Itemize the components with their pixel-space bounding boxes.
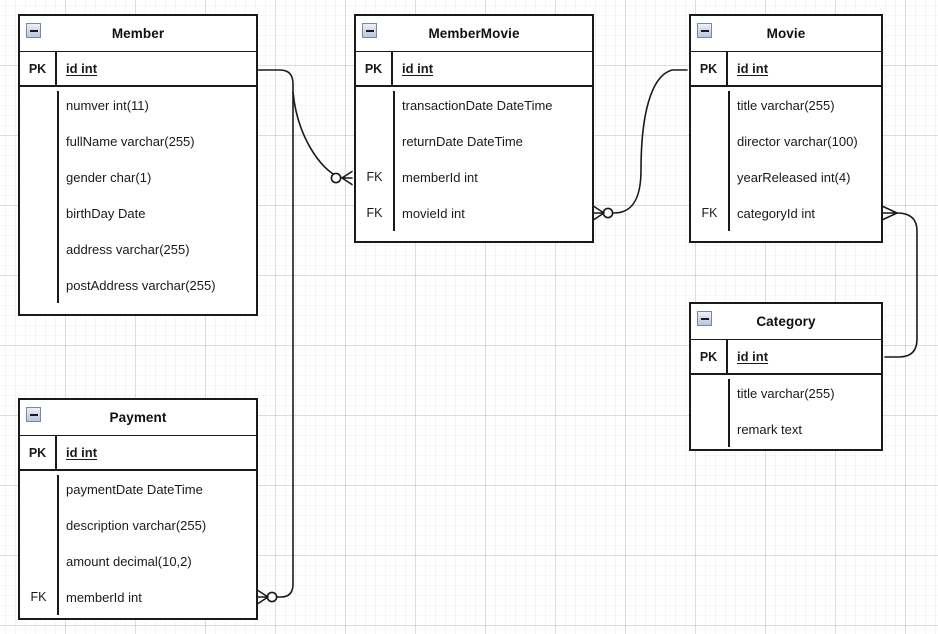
entity-title: Movie [766, 26, 806, 41]
key-label: FK [366, 206, 383, 220]
entity-title: MemberMovie [428, 26, 520, 41]
attribute-row: FK memberId int [20, 579, 256, 615]
key-label: PK [20, 52, 57, 85]
entity-header-member: Member [20, 16, 256, 52]
minus-box-icon[interactable] [697, 23, 712, 38]
attribute-name: title varchar(255) [737, 97, 835, 113]
entity-category[interactable]: Category PK id int title varchar(255) re… [689, 302, 883, 451]
attribute-row: numver int(11) [20, 87, 256, 123]
attribute-name: transactionDate DateTime [402, 97, 553, 113]
attribute-name: description varchar(255) [66, 517, 207, 533]
attribute-row: fullName varchar(255) [20, 123, 256, 159]
entity-member[interactable]: Member PK id int numver int(11) fullName… [18, 14, 258, 316]
attribute-name: postAddress varchar(255) [66, 277, 216, 293]
attribute-name: memberId int [402, 169, 478, 185]
attribute-row: address varchar(255) [20, 231, 256, 267]
entity-header-payment: Payment [20, 400, 256, 436]
connector-movie-category [882, 205, 918, 358]
attribute-name: id int [66, 61, 98, 76]
attribute-name: categoryId int [737, 205, 816, 221]
minus-box-icon[interactable] [362, 23, 377, 38]
entity-header-membermovie: MemberMovie [356, 16, 592, 52]
key-label: PK [691, 340, 728, 373]
minus-box-icon[interactable] [26, 23, 41, 38]
attribute-row: postAddress varchar(255) [20, 267, 256, 303]
attribute-row: FK movieId int [356, 195, 592, 231]
key-label: FK [701, 206, 718, 220]
attribute-name: remark text [737, 421, 803, 437]
entity-movie[interactable]: Movie PK id int title varchar(255) direc… [689, 14, 883, 243]
attribute-name: amount decimal(10,2) [66, 553, 192, 569]
attribute-name: id int [402, 61, 434, 76]
attribute-list: title varchar(255) remark text [691, 375, 881, 457]
attribute-row: returnDate DateTime [356, 123, 592, 159]
key-label: PK [691, 52, 728, 85]
attribute-row: director varchar(100) [691, 123, 881, 159]
pk-row: PK id int [691, 52, 881, 87]
pk-row: PK id int [20, 52, 256, 87]
attribute-row: FK memberId int [356, 159, 592, 195]
attribute-name: director varchar(100) [737, 133, 858, 149]
attribute-row: gender char(1) [20, 159, 256, 195]
attribute-name: address varchar(255) [66, 241, 190, 257]
attribute-row: title varchar(255) [691, 87, 881, 123]
attribute-name: memberId int [66, 589, 142, 605]
attribute-name: id int [737, 349, 769, 364]
attribute-row: birthDay Date [20, 195, 256, 231]
key-label: FK [366, 170, 383, 184]
attribute-name: id int [66, 445, 98, 460]
key-label: PK [20, 436, 57, 469]
attribute-name: title varchar(255) [737, 385, 835, 401]
attribute-row: transactionDate DateTime [356, 87, 592, 123]
minus-box-icon[interactable] [26, 407, 41, 422]
entity-title: Payment [109, 410, 167, 425]
connector-member-membermovie [257, 69, 353, 186]
entity-membermovie[interactable]: MemberMovie PK id int transactionDate Da… [354, 14, 594, 243]
minus-box-icon[interactable] [697, 311, 712, 326]
attribute-list: transactionDate DateTime returnDate Date… [356, 87, 592, 241]
entity-header-category: Category [691, 304, 881, 340]
attribute-list: title varchar(255) director varchar(100)… [691, 87, 881, 241]
pk-row: PK id int [691, 340, 881, 375]
attribute-row: title varchar(255) [691, 375, 881, 411]
attribute-name: paymentDate DateTime [66, 481, 203, 497]
attribute-name: id int [737, 61, 769, 76]
attribute-row: amount decimal(10,2) [20, 543, 256, 579]
entity-title: Member [111, 26, 165, 41]
attribute-name: numver int(11) [66, 97, 149, 113]
attribute-name: fullName varchar(255) [66, 133, 195, 149]
attribute-row: paymentDate DateTime [20, 471, 256, 507]
pk-row: PK id int [356, 52, 592, 87]
attribute-name: gender char(1) [66, 169, 152, 185]
key-label: FK [30, 590, 47, 604]
attribute-row: remark text [691, 411, 881, 447]
attribute-name: birthDay Date [66, 205, 146, 221]
attribute-row: description varchar(255) [20, 507, 256, 543]
attribute-list: paymentDate DateTime description varchar… [20, 471, 256, 625]
pk-row: PK id int [20, 436, 256, 471]
entity-header-movie: Movie [691, 16, 881, 52]
attribute-name: returnDate DateTime [402, 133, 523, 149]
connector-payment-member [257, 91, 294, 605]
attribute-row: yearReleased int(4) [691, 159, 881, 195]
entity-payment[interactable]: Payment PK id int paymentDate DateTime d… [18, 398, 258, 620]
attribute-name: movieId int [402, 205, 465, 221]
attribute-name: yearReleased int(4) [737, 169, 851, 185]
attribute-list: numver int(11) fullName varchar(255) gen… [20, 87, 256, 313]
key-label: PK [356, 52, 393, 85]
connector-membermovie-movie [593, 69, 688, 221]
attribute-row: FK categoryId int [691, 195, 881, 231]
entity-title: Category [756, 314, 816, 329]
